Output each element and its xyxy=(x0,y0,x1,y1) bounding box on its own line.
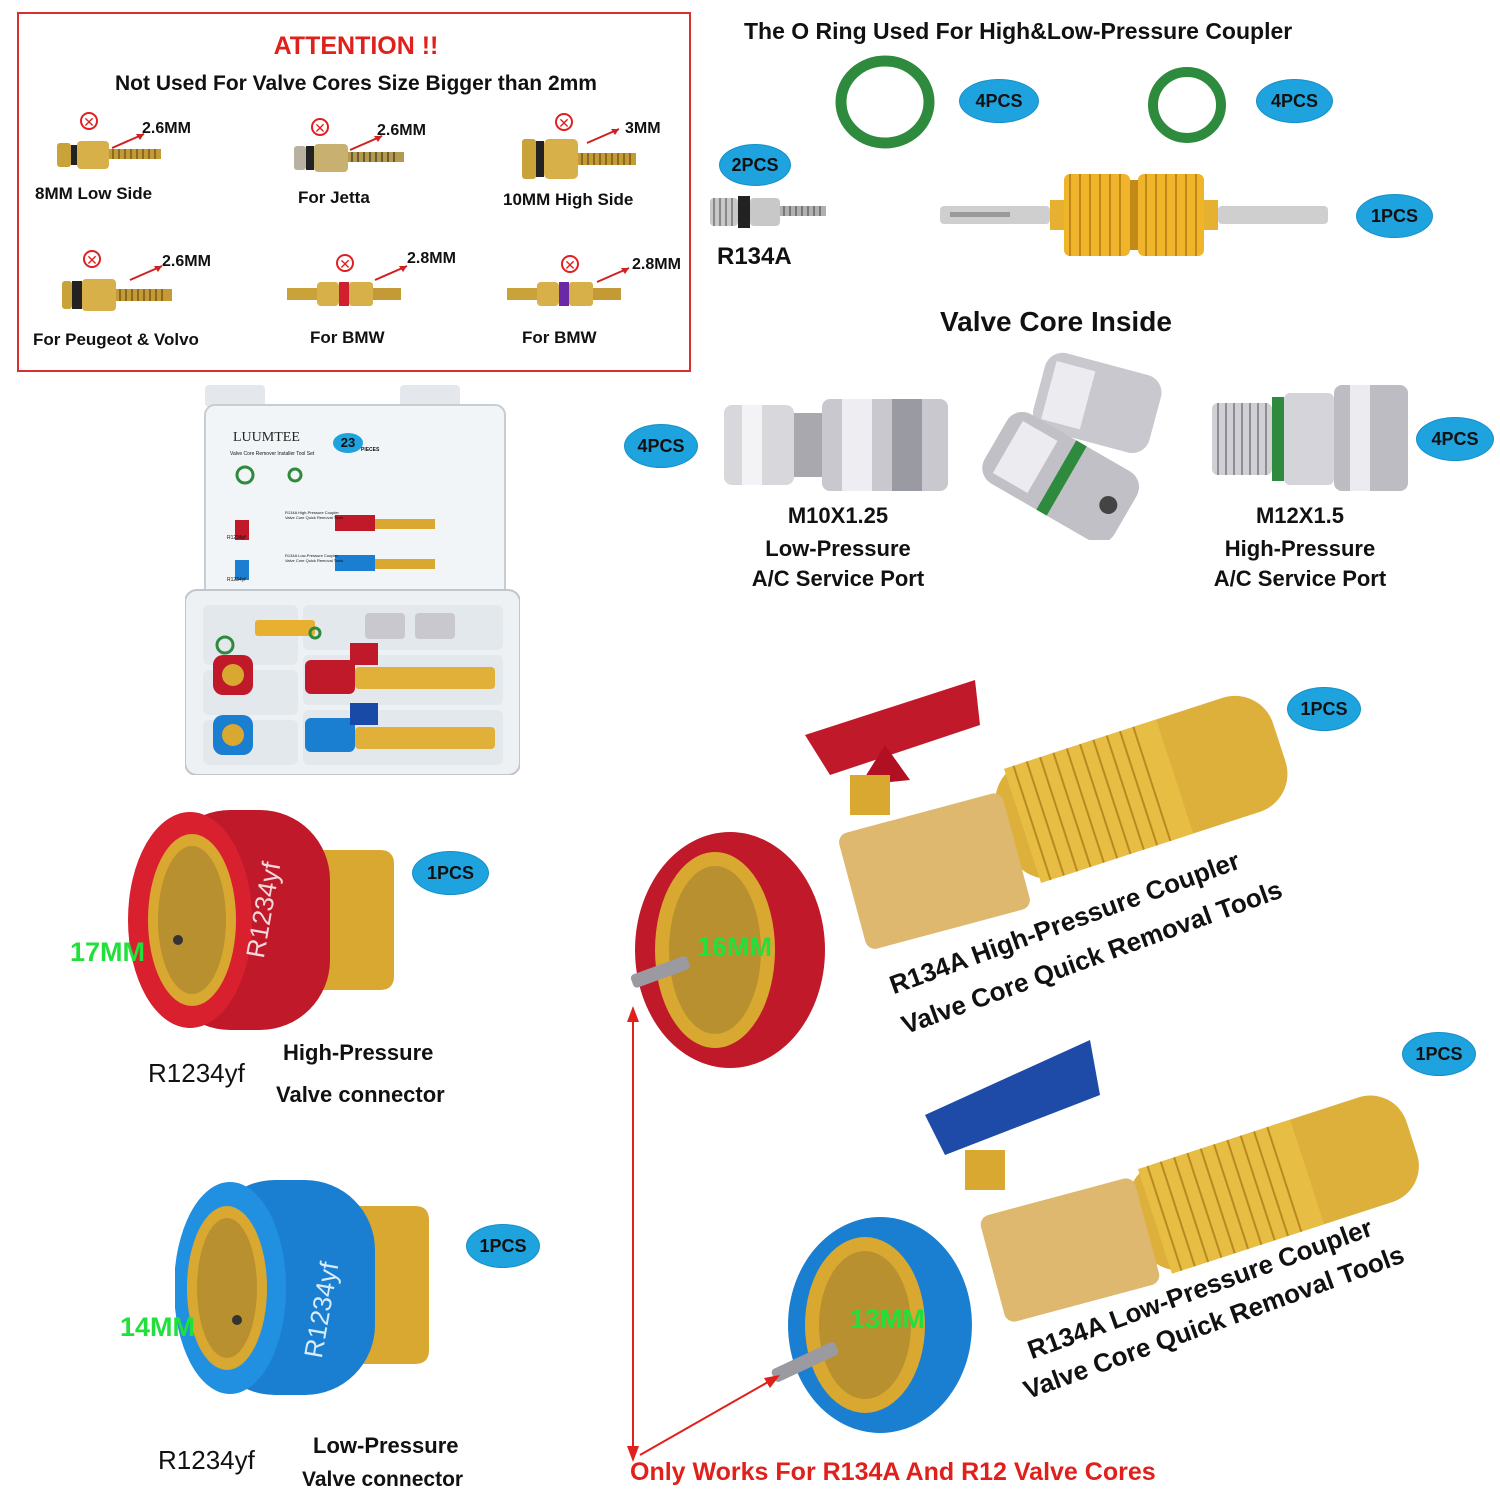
oring-large-qty-badge: 4PCS xyxy=(960,80,1038,122)
high-pressure-port-image xyxy=(1212,385,1408,491)
low-port-line2: A/C Service Port xyxy=(751,566,925,591)
r1234yf-low-qty-badge: 1PCS xyxy=(467,1225,539,1267)
box-r134a-low-text: R134A Low-Pressure Coupler Valve Core Qu… xyxy=(285,553,344,563)
core-size-label: 3MM xyxy=(625,120,661,137)
core-size-label: 2.8MM xyxy=(632,256,681,273)
attention-subtitle: Not Used For Valve Cores Size Bigger tha… xyxy=(115,72,597,95)
r134a-high-mm: 16MM xyxy=(697,932,773,962)
r1234yf-high-line1: High-Pressure xyxy=(283,1040,434,1065)
r1234yf-high-connector-image xyxy=(128,810,394,1030)
box-brand: LUUMTEE xyxy=(233,430,300,445)
box-count: 23 xyxy=(333,433,363,453)
core-label: 8MM Low Side xyxy=(35,184,153,203)
valve-core-image xyxy=(287,282,401,306)
low-port-qty-badge: 4PCS xyxy=(625,425,697,467)
dimension-arrow-icon xyxy=(349,135,383,151)
r1234yf-high-line2: Valve connector xyxy=(276,1082,445,1107)
core-size-label: 2.6MM xyxy=(142,120,191,137)
dimension-arrow-icon xyxy=(374,265,408,281)
attention-title: ATTENTION !! xyxy=(273,32,439,60)
core-label: For BMW xyxy=(522,328,597,347)
core-label: For BMW xyxy=(310,328,385,347)
valve-core-tool-image xyxy=(940,174,1328,256)
pointer-arrows-icon xyxy=(627,1006,780,1462)
core-size-label: 2.8MM xyxy=(407,250,456,267)
r1234yf-low-line1: Low-Pressure xyxy=(313,1433,459,1458)
tool-qty-badge: 1PCS xyxy=(1357,195,1432,237)
footer-note: Only Works For R134A And R12 Valve Cores xyxy=(630,1458,1156,1486)
core-size-label: 2.6MM xyxy=(162,253,211,270)
r134a-low-coupler-tool-image xyxy=(771,1040,1419,1433)
dimension-arrow-icon xyxy=(596,267,630,283)
valve-core-image xyxy=(62,279,172,311)
box-count-unit: PIECES xyxy=(361,447,380,453)
product-box-image: LUUMTEE 23 PIECES Valve Core Remover Ins… xyxy=(184,385,521,776)
box-subtitle: Valve Core Remover Installer Tool Set xyxy=(230,451,315,457)
oring-heading: The O Ring Used For High&Low-Pressure Co… xyxy=(744,18,1293,44)
r134a-low-mm: 13MM xyxy=(850,1304,926,1334)
valve-core-image xyxy=(522,139,636,179)
r134a-low-qty-badge: 1PCS xyxy=(1403,1033,1475,1075)
valve-core-image xyxy=(57,141,161,169)
low-port-line1: Low-Pressure xyxy=(765,536,911,561)
core-size-label: 2.6MM xyxy=(377,122,426,139)
r1234yf-high-mm: 17MM xyxy=(70,937,146,967)
low-pressure-port-image xyxy=(724,399,948,491)
box-r134a-high-text: R134A High-Pressure Coupler Valve Core Q… xyxy=(285,510,344,520)
dimension-arrow-icon xyxy=(111,133,145,149)
x-mark-icon: ✕ xyxy=(311,118,329,136)
attention-panel: ATTENTION !! Not Used For Valve Cores Si… xyxy=(17,12,691,372)
valve-core-inside-heading: Valve Core Inside xyxy=(940,306,1172,337)
core-label: For Peugeot & Volvo xyxy=(33,330,199,349)
high-port-size: M12X1.5 xyxy=(1255,503,1345,528)
box-r1234yf-text-2: R1234yf xyxy=(227,577,246,583)
x-mark-icon: ✕ xyxy=(555,113,573,131)
oring-small-image xyxy=(1148,67,1226,143)
valve-core-image xyxy=(294,144,404,172)
r134a-core-label: R134A xyxy=(717,243,792,270)
r1234yf-low-model: R1234yf xyxy=(158,1445,255,1475)
x-mark-icon: ✕ xyxy=(80,112,98,130)
x-mark-icon: ✕ xyxy=(83,250,101,268)
r134a-core-qty-badge: 2PCS xyxy=(720,145,790,185)
low-port-size: M10X1.25 xyxy=(787,503,889,528)
oring-large-image xyxy=(835,55,935,149)
valve-core-caps-image xyxy=(982,352,1162,540)
core-label: 10MM High Side xyxy=(503,190,634,209)
r1234yf-high-qty-badge: 1PCS xyxy=(413,852,488,894)
r1234yf-low-mm: 14MM xyxy=(120,1312,196,1342)
r134a-high-coupler-tool-image xyxy=(630,680,1288,1068)
x-mark-icon: ✕ xyxy=(561,255,579,273)
high-port-line2: A/C Service Port xyxy=(1213,566,1387,591)
oring-small-qty-badge: 4PCS xyxy=(1257,80,1332,122)
r1234yf-low-line2: Valve connector xyxy=(302,1468,464,1491)
high-port-line1: High-Pressure xyxy=(1224,536,1376,561)
r1234yf-high-model: R1234yf xyxy=(148,1058,245,1088)
r1234yf-low-connector-image xyxy=(175,1180,429,1395)
high-port-qty-badge: 4PCS xyxy=(1417,418,1493,460)
dimension-arrow-icon xyxy=(129,265,163,281)
r134a-valve-core-image xyxy=(710,196,826,228)
core-label: For Jetta xyxy=(298,188,370,207)
valve-core-image xyxy=(507,282,621,306)
r134a-high-qty-badge: 1PCS xyxy=(1288,688,1360,730)
dimension-arrow-icon xyxy=(586,128,620,144)
x-mark-icon: ✕ xyxy=(336,254,354,272)
box-r1234yf-text: R1234yf xyxy=(227,535,246,541)
